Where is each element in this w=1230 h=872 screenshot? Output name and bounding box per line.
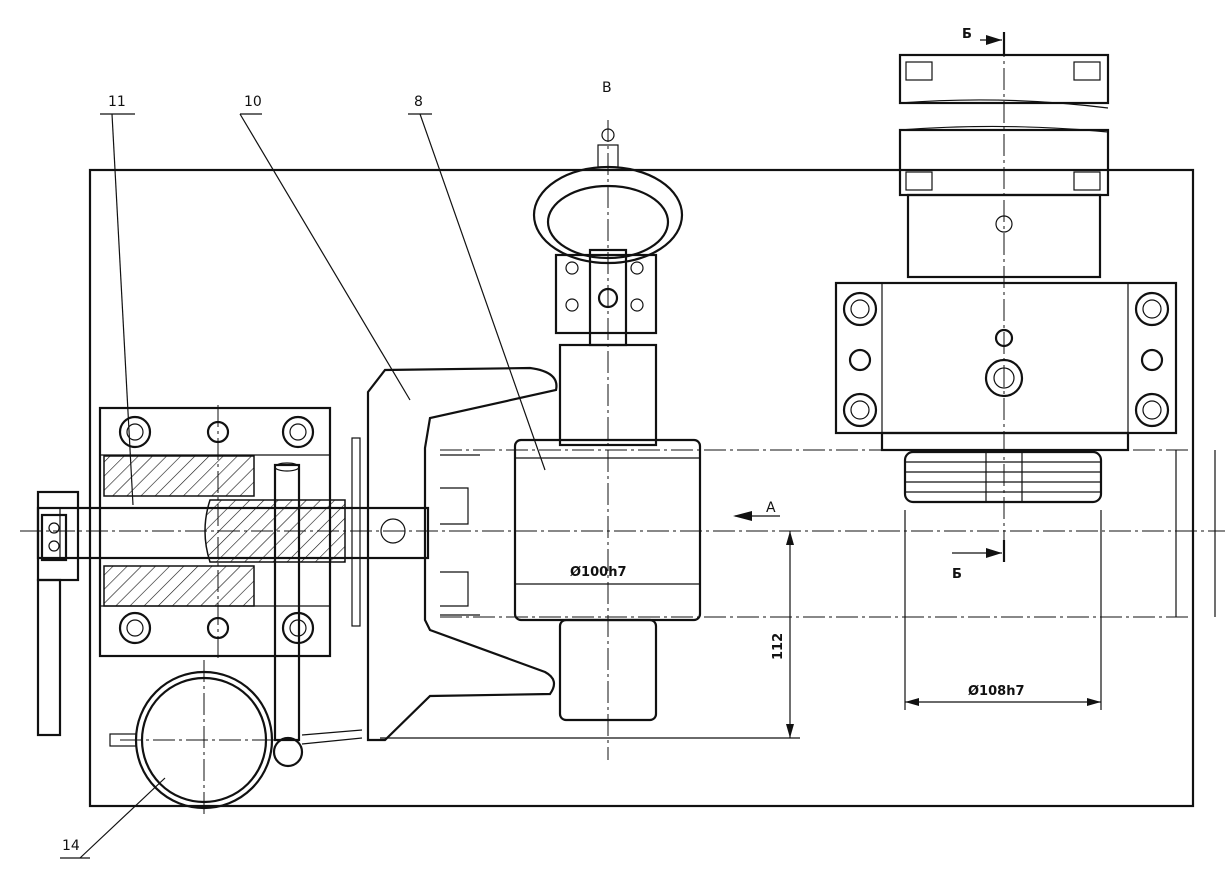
section-label-bottom: Б [952,567,962,582]
view-arrow-label-a: A [766,500,776,516]
section-label-top: Б [962,27,972,42]
base-plate [88,168,1195,808]
right-housing [834,53,1178,504]
dial-indicator [109,660,290,815]
dimension-lines [380,32,1216,739]
bracket [366,366,558,742]
callout-8: 8 [414,94,423,110]
callout-11: 11 [108,94,126,110]
center-lines [20,35,1225,760]
shaft-diameter-dim: Ø100h7 [570,565,627,580]
callout-10: 10 [244,94,262,110]
leader-lines [60,113,546,859]
view-label-b: B [602,80,612,96]
clamp-assembly [36,406,430,768]
callout-14: 14 [62,838,80,854]
height-dim: 112 [771,633,786,660]
housing-diameter-dim: Ø108h7 [968,684,1025,699]
